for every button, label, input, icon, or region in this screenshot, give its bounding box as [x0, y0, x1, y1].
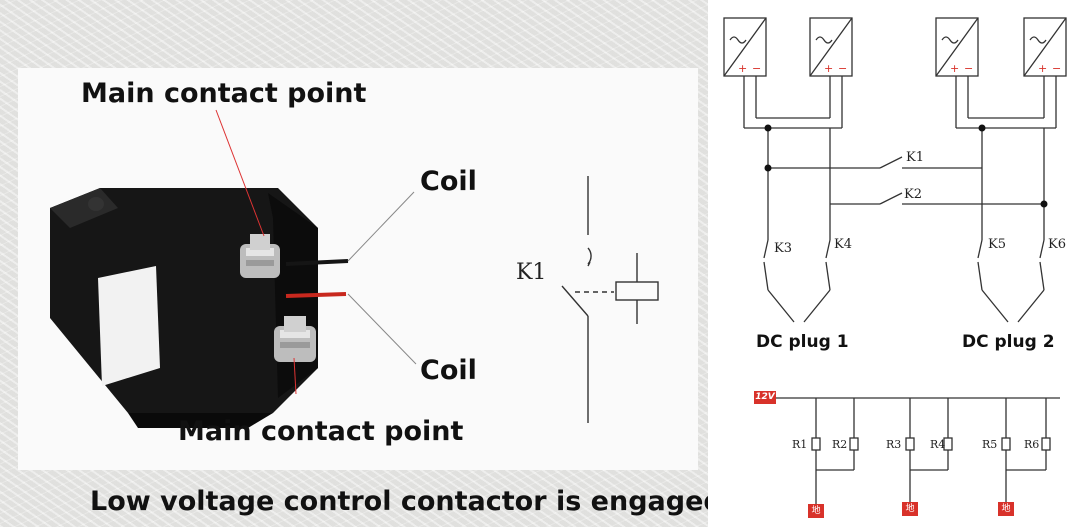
resistor-label-r6: R6: [1024, 438, 1040, 451]
svg-text:−: −: [838, 62, 847, 75]
resistor-r2: [849, 437, 859, 451]
ground-tag-2: 地: [902, 502, 918, 516]
supply-tag-12v: 12V: [754, 391, 776, 404]
top-terminal: [240, 234, 280, 278]
bottom-terminal: [274, 316, 316, 362]
switch-label-k6: K6: [1048, 237, 1066, 252]
symbol-label-k1: K1: [516, 260, 547, 285]
polarity-marks: +− +− +− +−: [738, 62, 1061, 75]
resistor-label-r5: R5: [982, 438, 998, 451]
relay-symbol: [561, 176, 659, 423]
resistor-r5: [1001, 437, 1011, 451]
svg-text:+: +: [824, 62, 833, 75]
label-coil-top: Coil: [420, 166, 477, 197]
caption: Low voltage control contactor is engaged: [90, 486, 723, 517]
leader-main-contact-bottom: [293, 357, 297, 395]
svg-text:−: −: [1052, 62, 1061, 75]
coil-wire-black: [285, 259, 349, 266]
schematic-diagram: +− +− +− +−: [723, 17, 1067, 504]
resistor-r3: [905, 437, 915, 451]
svg-text:+: +: [950, 62, 959, 75]
switch-label-k4: K4: [834, 237, 852, 252]
svg-text:+: +: [738, 62, 747, 75]
plug-label-2: DC plug 2: [962, 332, 1055, 352]
junction-dot: [764, 124, 772, 132]
schematic-panel: +− +− +− +−: [708, 0, 1080, 527]
svg-text:−: −: [964, 62, 973, 75]
junction-dot: [764, 164, 772, 172]
photo-panel: K1: [18, 68, 698, 470]
contactor-label-sticker: [98, 266, 160, 386]
relay-label-k2: K2: [904, 187, 922, 202]
label-main-contact-bottom: Main contact point: [178, 416, 464, 447]
label-coil-bottom: Coil: [420, 355, 477, 386]
leader-coil-top: [347, 191, 415, 262]
svg-text:+: +: [1038, 62, 1047, 75]
contactor-body: [50, 188, 318, 428]
switch-label-k5: K5: [988, 237, 1006, 252]
relay-label-k1: K1: [906, 150, 924, 165]
resistor-label-r2: R2: [832, 438, 848, 451]
junction-dot: [1040, 200, 1048, 208]
plug-label-1: DC plug 1: [756, 332, 849, 352]
coil-circuit: [774, 397, 1060, 504]
resistor-r6: [1041, 437, 1051, 451]
leader-coil-bottom: [347, 293, 417, 365]
ground-tag-3: 地: [998, 502, 1014, 516]
ground-tag-1: 地: [808, 504, 824, 518]
contactor-illustration: [50, 109, 659, 428]
resistor-label-r3: R3: [886, 438, 902, 451]
power-module-1: [723, 17, 767, 77]
label-main-contact-top: Main contact point: [81, 78, 367, 109]
resistor-label-r4: R4: [930, 438, 946, 451]
coil-wire-red: [285, 292, 347, 298]
resistor-label-r1: R1: [792, 438, 808, 451]
power-module-4: [1023, 17, 1067, 77]
junction-dot: [978, 124, 986, 132]
power-module-2: [809, 17, 853, 77]
svg-text:−: −: [752, 62, 761, 75]
leader-main-contact-top: [215, 109, 265, 237]
resistor-r1: [811, 437, 821, 451]
switch-label-k3: K3: [774, 241, 792, 256]
power-module-3: [935, 17, 979, 77]
